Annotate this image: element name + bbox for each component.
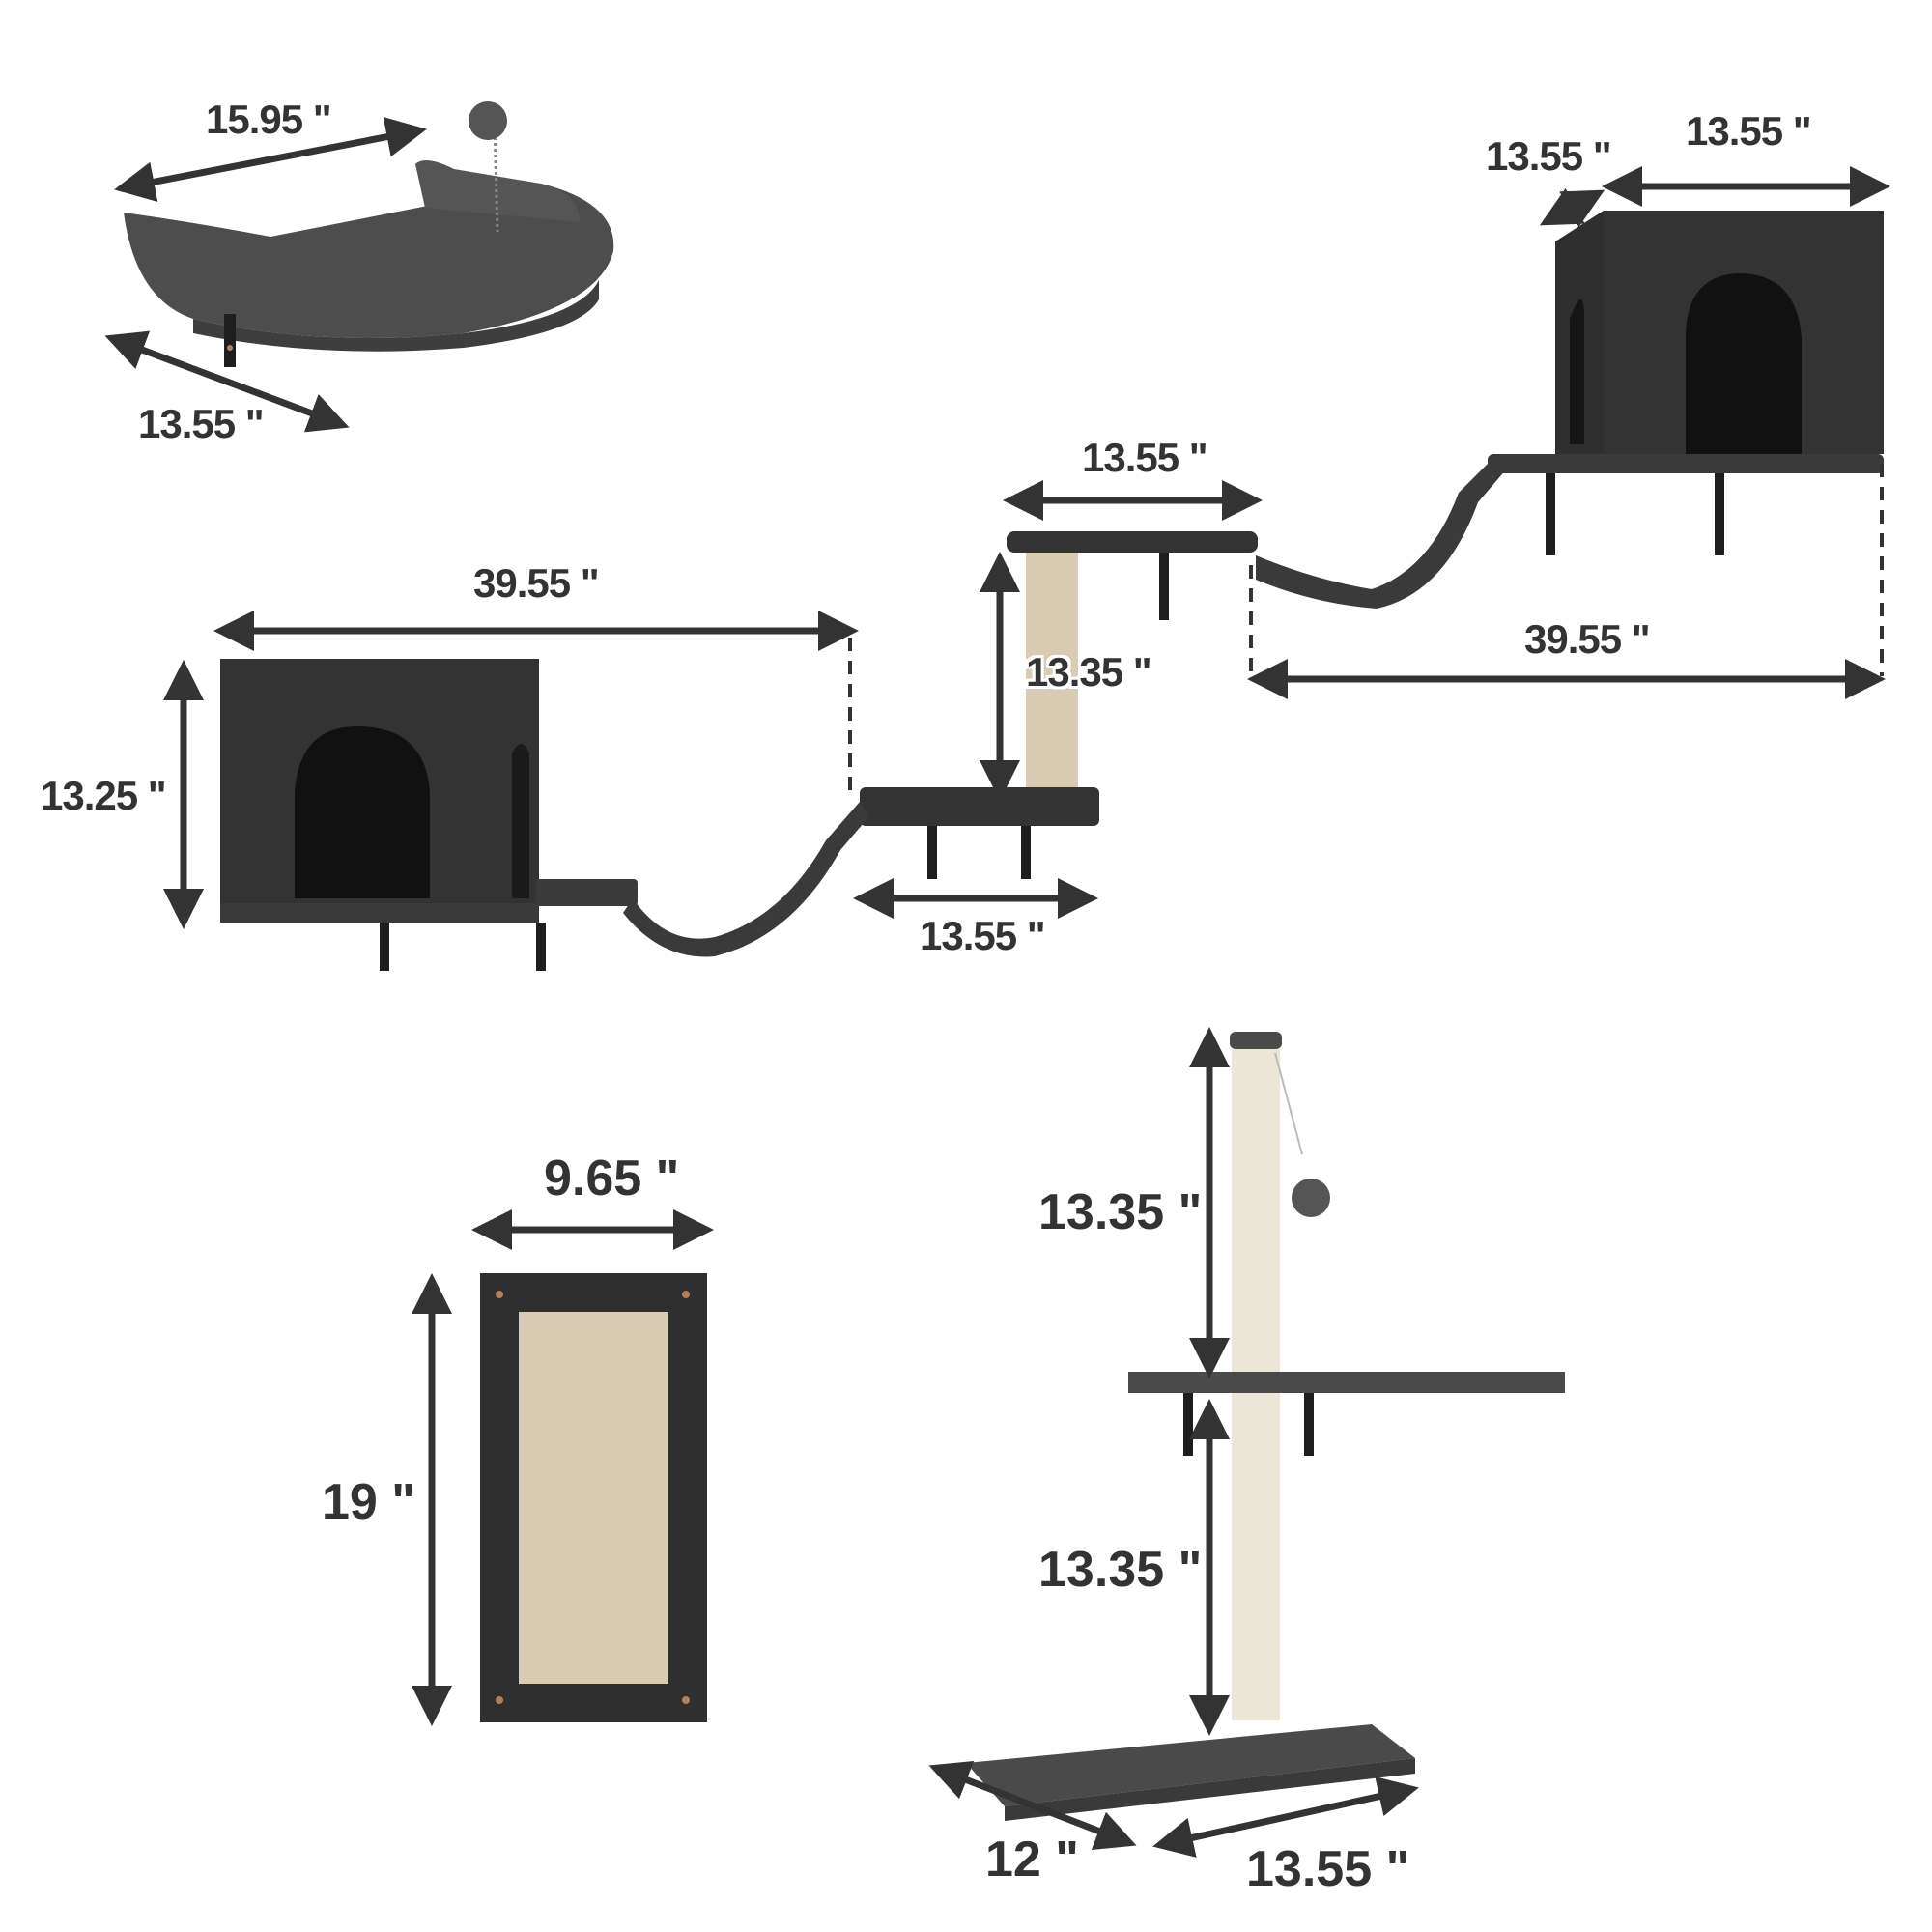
upper-step-with-post — [860, 531, 1258, 879]
upper-condo-width-label: 13.55 " — [1686, 108, 1812, 154]
post-lower-height-label: 13.35 " — [1038, 1542, 1203, 1598]
left-condo-height-label: 13.25 " — [41, 773, 167, 818]
upper-post-height-label: 13.35 " — [1026, 649, 1152, 695]
left-condo-span-label: 39.55 " — [473, 560, 600, 606]
left-condo — [220, 659, 638, 971]
post-upper-height-label: 13.35 " — [1038, 1184, 1203, 1240]
scratch-pad-width-label: 9.65 " — [544, 1151, 680, 1207]
base-width-label: 13.55 " — [1246, 1841, 1410, 1897]
bed-width-label: 15.95 " — [206, 97, 332, 142]
cat-bed-perch — [124, 101, 614, 367]
lower-bridge — [623, 802, 869, 957]
upper-bridge-span-label: 39.55 " — [1524, 616, 1651, 662]
scratching-pad — [480, 1273, 707, 1722]
base-depth-label: 12 " — [985, 1832, 1079, 1888]
upper-bridge — [1256, 464, 1507, 609]
two-tier-scratching-post — [966, 1032, 1565, 1821]
lower-step-width-label: 13.55 " — [920, 913, 1046, 958]
upper-right-condo — [1488, 211, 1884, 555]
bed-depth-label: 13.55 " — [138, 401, 265, 446]
upper-step-width-label: 13.55 " — [1082, 435, 1208, 480]
scratch-pad-height-label: 19 " — [322, 1474, 415, 1530]
upper-condo-depth-label: 13.55 " — [1486, 133, 1612, 179]
